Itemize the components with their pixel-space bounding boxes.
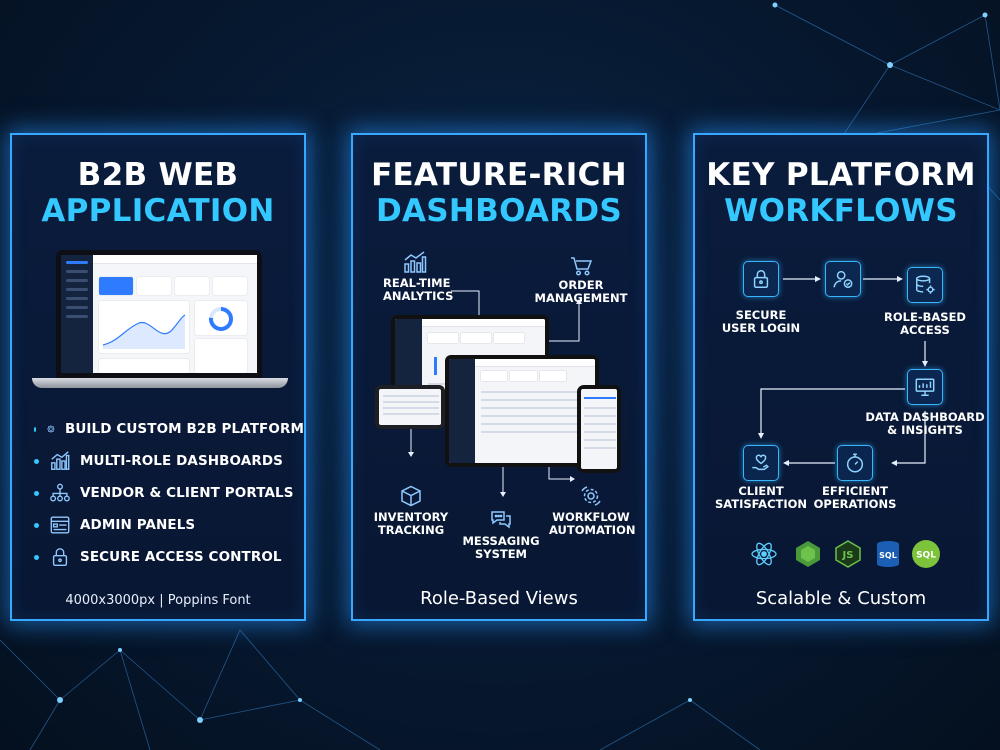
sql-icon: SQL: [912, 540, 940, 568]
nodejs-icon: [796, 541, 820, 567]
feature-label: BUILD CUSTOM B2B PLATFORM: [64, 421, 304, 437]
feature-label: SECURE ACCESS CONTROL: [80, 549, 282, 565]
chat-bubbles-icon: [491, 511, 511, 529]
gear-icon: [47, 425, 55, 433]
step-data-dashboard: [907, 369, 943, 405]
step-client-satisfaction: [743, 445, 779, 481]
step-secure-login: [743, 261, 779, 297]
workflow-gear-icon: [581, 486, 601, 506]
panel-title-line1: FEATURE-RICH: [371, 157, 627, 193]
panel-title-line1: KEY PLATFORM: [706, 157, 976, 193]
panel-footer: Role-Based Views: [420, 588, 578, 609]
org-chart-icon: [50, 483, 70, 502]
panel-title-line2: WORKFLOWS: [724, 193, 958, 229]
dashboard-screenshot: [61, 255, 257, 373]
feature-label: MULTI-ROLE DASHBOARDS: [80, 453, 283, 469]
panel-title-line2: DASHBOARDS: [375, 193, 623, 229]
feature-label: ADMIN PANELS: [80, 517, 196, 533]
analytics-chart-icon: [404, 251, 427, 273]
database-gear-icon: [916, 275, 935, 294]
feature-item: SECURE ACCESS CONTROL: [34, 545, 304, 569]
panel-b2b-web-application: B2B WEB APPLICATION: [10, 133, 306, 621]
bullet-dot: [34, 458, 39, 464]
step-role-based-access: [907, 267, 943, 303]
step-user-verification: [825, 261, 861, 297]
laptop-mockup: [32, 250, 288, 390]
small-laptop-mockup: [375, 385, 445, 429]
monitor-chart-icon: [915, 378, 935, 396]
format-note: 4000x3000px | Poppins Font: [65, 593, 251, 608]
tablet-dashboard-mockup: [445, 355, 599, 467]
sql-database-icon: SQL: [877, 541, 899, 567]
feature-item: VENDOR & CLIENT PORTALS: [34, 481, 304, 505]
workflow-arrows: [758, 276, 928, 466]
javascript-icon: JS: [835, 540, 861, 568]
bullet-dot: [34, 554, 39, 560]
panel-footer: Scalable & Custom: [755, 588, 927, 609]
bullet-dot: [34, 490, 39, 496]
bar-chart-icon: [51, 451, 70, 470]
bullet-dot: [34, 522, 39, 528]
lock-icon: [52, 548, 68, 566]
shopping-cart-icon: [571, 257, 593, 276]
panel-key-platform-workflows: KEY PLATFORM WORKFLOWS: [693, 133, 989, 621]
label-data-dashboard-insights: DATA DASHBOARD& INSIGHTS: [865, 410, 985, 437]
svg-text:SQL: SQL: [879, 551, 897, 560]
svg-text:SQL: SQL: [916, 551, 936, 561]
step-efficient-operations: [837, 445, 873, 481]
svg-text:JS: JS: [842, 550, 854, 561]
feature-item: BUILD CUSTOM B2B PLATFORM: [34, 417, 304, 441]
feature-label: VENDOR & CLIENT PORTALS: [80, 485, 294, 501]
bullet-dot: [34, 426, 37, 432]
feature-item: ADMIN PANELS: [34, 513, 304, 537]
connector-lines: [408, 290, 582, 497]
user-check-icon: [833, 270, 853, 288]
panel-title-line2: APPLICATION: [41, 193, 275, 229]
react-icon: [751, 542, 777, 566]
package-box-icon: [401, 485, 421, 507]
heart-hand-icon: [752, 454, 769, 471]
stopwatch-icon: [846, 453, 864, 473]
phone-dashboard-mockup: [577, 385, 621, 473]
lock-icon: [753, 270, 769, 288]
feature-item: MULTI-ROLE DASHBOARDS: [34, 449, 304, 473]
panel-title-line1: B2B WEB: [77, 157, 239, 193]
admin-panel-icon: [50, 516, 70, 534]
